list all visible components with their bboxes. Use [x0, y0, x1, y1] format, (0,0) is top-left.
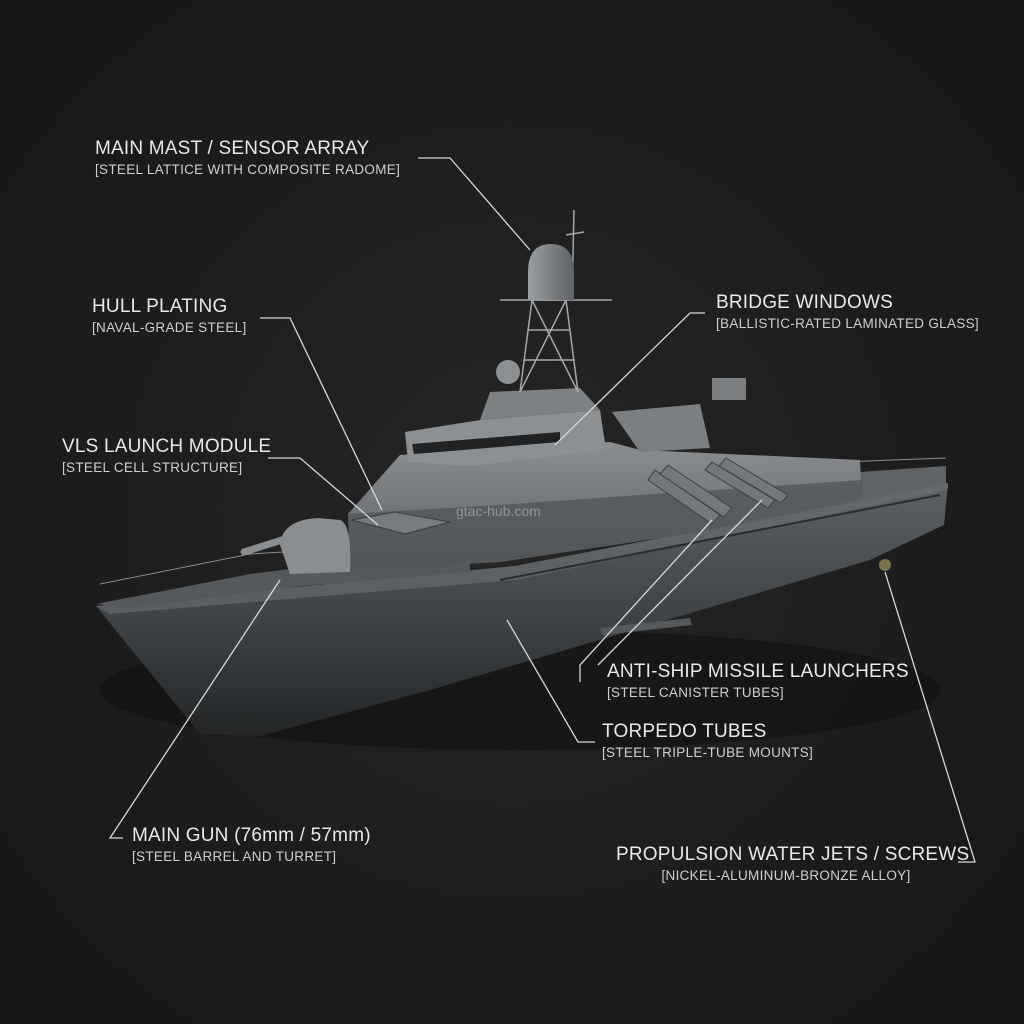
callout-material: [STEEL CELL STRUCTURE]: [62, 460, 243, 475]
vls-launch-module: [351, 511, 451, 535]
watermark: gtac-hub.com: [456, 503, 541, 519]
callout-title: TORPEDO TUBES: [602, 721, 767, 742]
callout-main-gun: MAIN GUN (76mm / 57mm) [STEEL BARREL AND…: [132, 826, 371, 864]
torpedo-tubes: [600, 618, 692, 635]
callout-propulsion: PROPULSION WATER JETS / SCREWS [NICKEL-A…: [616, 844, 970, 883]
callout-title: PROPULSION WATER JETS / SCREWS: [616, 844, 970, 865]
aft-superstructure: [612, 404, 710, 452]
callout-anti-ship-missile-launchers: ANTI-SHIP MISSILE LAUNCHERS [STEEL CANIS…: [607, 662, 909, 700]
callout-material: [BALLISTIC-RATED LAMINATED GLASS]: [716, 316, 979, 331]
callout-material: [STEEL BARREL AND TURRET]: [132, 849, 337, 864]
callout-material: [STEEL CANISTER TUBES]: [607, 685, 784, 700]
callout-material: [NAVAL-GRADE STEEL]: [92, 320, 247, 335]
searchlight: [496, 360, 520, 384]
leader-propulsion: [884, 571, 976, 863]
leader-mast: [418, 157, 531, 251]
callout-title: MAIN MAST / SENSOR ARRAY: [95, 138, 370, 159]
callout-leaders: [108, 157, 976, 863]
callout-main-mast: MAIN MAST / SENSOR ARRAY [STEEL LATTICE …: [95, 139, 400, 177]
main-gun-turret: [280, 518, 351, 574]
anti-ship-missile-launchers: [647, 457, 789, 525]
leader-hull: [260, 317, 383, 511]
callout-torpedo-tubes: TORPEDO TUBES [STEEL TRIPLE-TUBE MOUNTS]: [602, 722, 813, 760]
hull-stripe: [499, 494, 941, 581]
leader-bridge: [554, 312, 705, 446]
aft-sensor: [712, 378, 746, 400]
callout-title: HULL PLATING: [92, 296, 228, 317]
leader-missiles: [579, 499, 763, 682]
bridge-roof: [480, 388, 600, 420]
leader-torpedo: [506, 619, 595, 743]
callout-material: [STEEL TRIPLE-TUBE MOUNTS]: [602, 745, 814, 760]
callout-vls-launch-module: VLS LAUNCH MODULE [STEEL CELL STRUCTURE]: [62, 437, 271, 475]
callout-title: VLS LAUNCH MODULE: [62, 436, 272, 457]
aft-deck: [860, 466, 946, 500]
superstructure-shade: [348, 480, 862, 570]
sensor-radome: [528, 244, 574, 300]
hull-plating: [96, 483, 948, 736]
callout-hull-plating: HULL PLATING [NAVAL-GRADE STEEL]: [92, 297, 247, 335]
leader-gun: [108, 579, 281, 839]
propulsion-screw: [879, 559, 891, 571]
main-gun-barrel: [240, 536, 286, 556]
callout-title: BRIDGE WINDOWS: [716, 292, 893, 313]
callout-title: ANTI-SHIP MISSILE LAUNCHERS: [607, 661, 909, 682]
callout-bridge-windows: BRIDGE WINDOWS [BALLISTIC-RATED LAMINATE…: [716, 293, 979, 331]
leader-vls: [268, 457, 379, 526]
callout-material: [STEEL LATTICE WITH COMPOSITE RADOME]: [95, 162, 401, 177]
callout-title: MAIN GUN (76mm / 57mm): [132, 825, 371, 846]
callout-material: [NICKEL-ALUMINUM-BRONZE ALLOY]: [661, 868, 911, 883]
bridge-windows: [412, 432, 560, 454]
